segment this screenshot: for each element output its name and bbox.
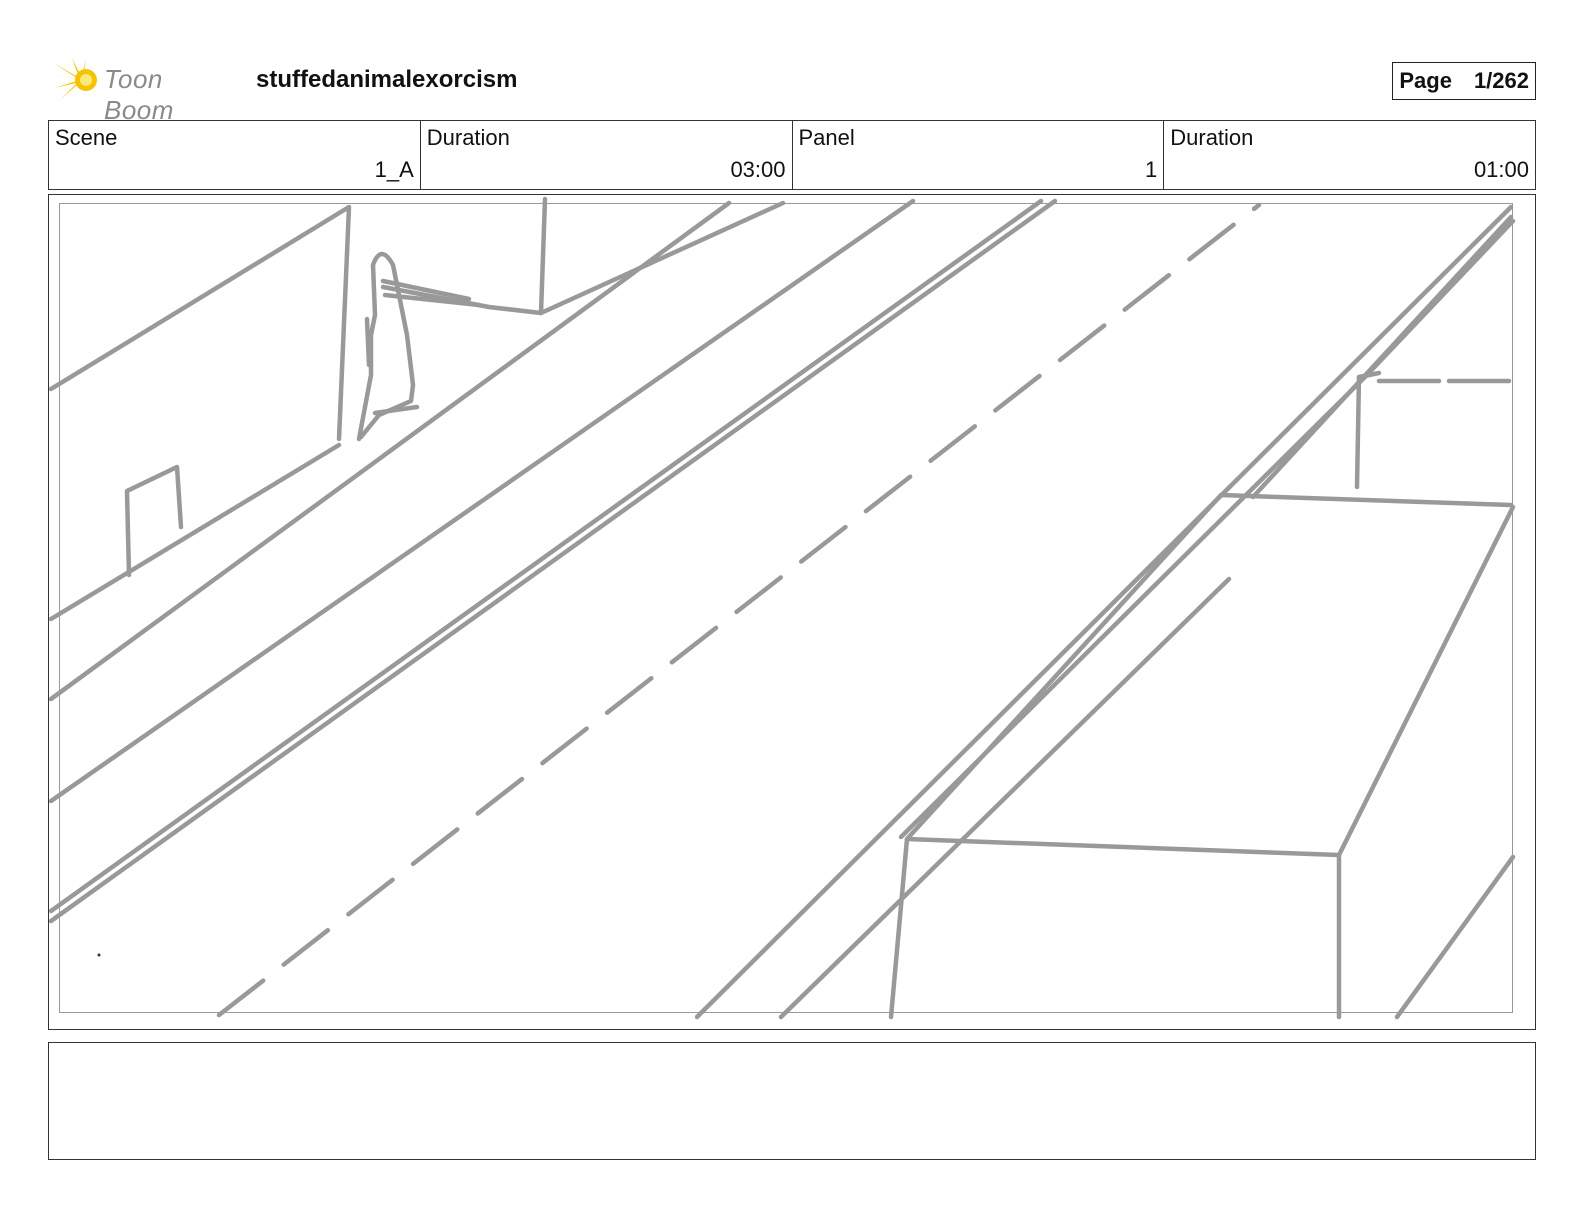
page-number: 1/262	[1473, 68, 1529, 93]
page-indicator: Page 1/262	[1392, 62, 1536, 100]
scene-duration-cell: Duration 03:00	[421, 121, 793, 189]
page-label: Page	[1399, 68, 1452, 93]
panel-label: Panel	[798, 125, 855, 150]
scene-duration-label: Duration	[426, 125, 510, 150]
starburst-icon	[50, 58, 100, 100]
panel-sketch	[49, 196, 1518, 1020]
project-title: stuffedanimalexorcism	[256, 66, 518, 93]
scene-cell: Scene 1_A	[49, 121, 421, 189]
scene-label: Scene	[55, 125, 118, 150]
panel-duration-label: Duration	[1170, 125, 1254, 150]
panel-info-table: Scene 1_A Duration 03:00 Panel 1 Duratio…	[48, 120, 1536, 190]
panel-duration-cell: Duration 01:00	[1164, 121, 1535, 189]
panel-duration-value: 01:00	[1473, 157, 1529, 182]
header: Toon Boom stuffedanimalexorcism Page 1/2…	[50, 52, 1536, 125]
scene-duration-value: 03:00	[730, 157, 786, 182]
toon-boom-logo: Toon Boom	[50, 56, 240, 125]
storyboard-panel	[48, 194, 1536, 1030]
panel-cell: Panel 1	[793, 121, 1165, 189]
notes-box	[48, 1042, 1536, 1160]
panel-value: 1	[1145, 157, 1158, 182]
logo-text: Toon Boom	[104, 64, 174, 125]
scene-value: 1_A	[374, 157, 414, 182]
